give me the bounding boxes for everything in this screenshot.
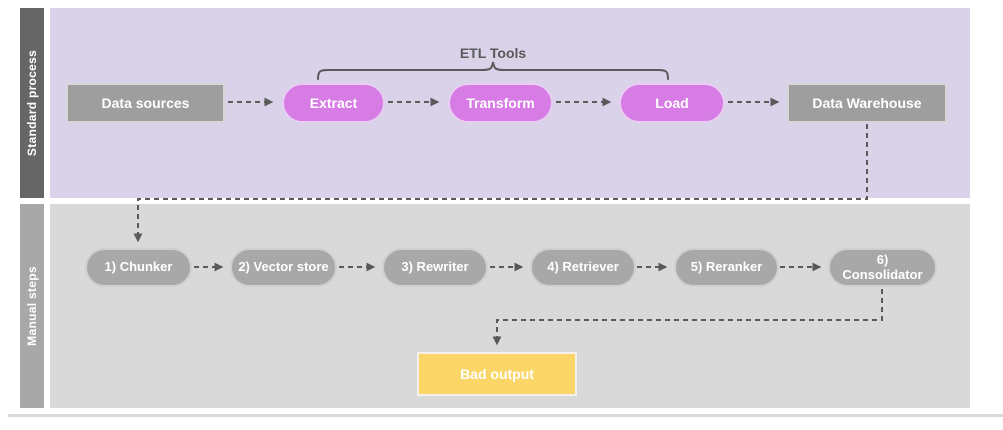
node-transform: Transform xyxy=(448,83,553,123)
lane-label-manual-steps: Manual steps xyxy=(20,204,44,408)
node-data-sources: Data sources xyxy=(66,83,225,123)
node-bad-output: Bad output xyxy=(417,352,577,396)
node-consolidator: 6) Consolidator xyxy=(828,248,937,287)
node-reranker: 5) Reranker xyxy=(674,248,779,287)
etl-tools-label: ETL Tools xyxy=(459,45,527,61)
node-retriever: 4) Retriever xyxy=(530,248,636,287)
node-data-warehouse: Data Warehouse xyxy=(787,83,947,123)
lane-label-standard-process: Standard process xyxy=(20,8,44,198)
lane-label-text: Manual steps xyxy=(25,266,39,346)
bottom-divider xyxy=(8,414,1003,417)
node-chunker: 1) Chunker xyxy=(85,248,192,287)
node-extract: Extract xyxy=(282,83,385,123)
node-rewriter: 3) Rewriter xyxy=(382,248,488,287)
lane-label-text: Standard process xyxy=(25,49,40,157)
node-load: Load xyxy=(619,83,725,123)
node-vector-store: 2) Vector store xyxy=(230,248,337,287)
